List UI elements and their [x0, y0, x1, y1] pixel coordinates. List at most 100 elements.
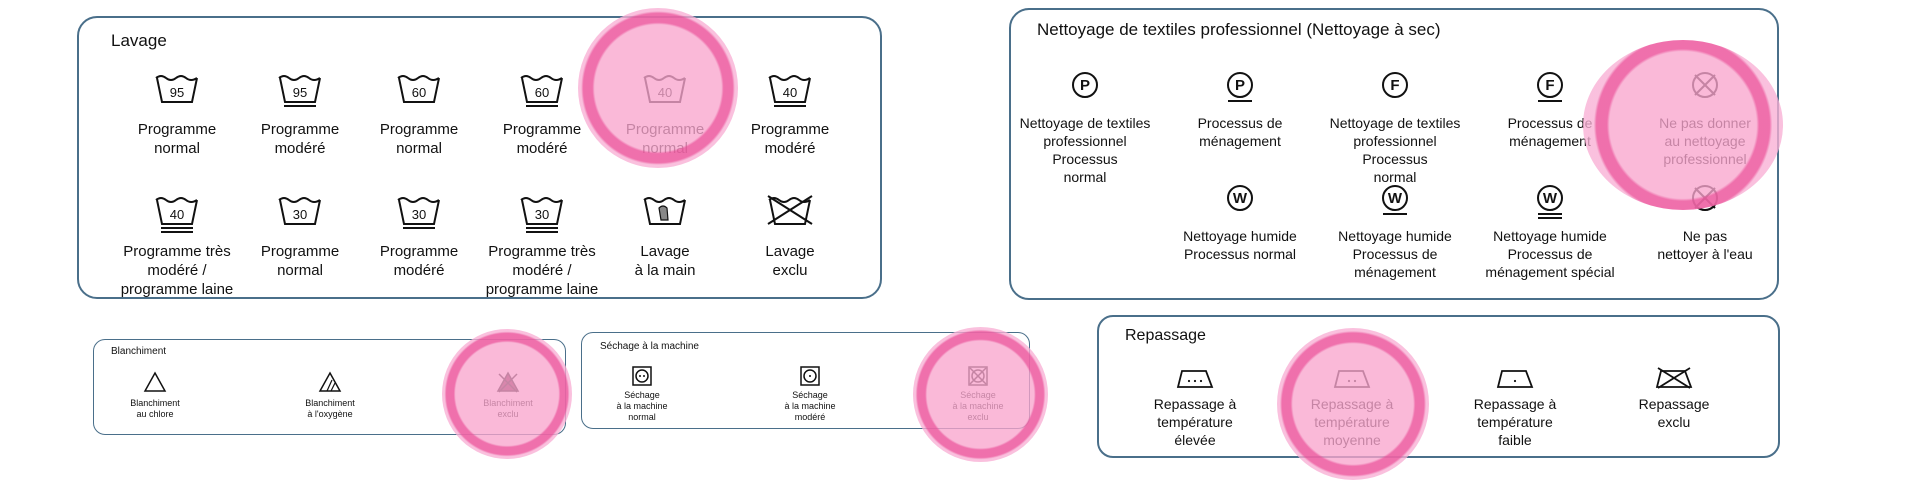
temperature-value: 30	[412, 207, 426, 222]
symbol-label: Séchage à la machine normal	[616, 390, 668, 422]
sechage-title: Séchage à la machine	[600, 341, 699, 352]
nettoyage-item: Ne pas donner au nettoyage professionnel	[1605, 70, 1805, 168]
symbol-label: Blanchiment exclu	[483, 398, 533, 419]
sechage-item: Séchage à la machine modéré	[710, 365, 910, 423]
tumble-dry-icon	[632, 366, 652, 386]
washtub-icon: 30	[278, 197, 321, 225]
dry-clean-icon: P	[1227, 72, 1253, 102]
bleach-triangle-icon	[318, 371, 342, 392]
no-wet-clean-icon	[1692, 185, 1718, 211]
washtub-icon: 95	[155, 75, 198, 103]
symbol-label: Programme normal	[137, 121, 217, 157]
symbol-label: Repassage exclu	[1638, 396, 1710, 430]
temperature-value: 40	[783, 85, 797, 100]
dry-clean-icon: F	[1382, 72, 1408, 98]
washtub-icon: 60	[520, 75, 563, 107]
washtub-icon: 40	[155, 197, 198, 233]
symbol-label: Séchage à la machine exclu	[952, 390, 1004, 422]
no-tumble-dry-icon	[968, 366, 988, 386]
washtub-icon: 95	[278, 75, 321, 107]
nettoyage-item: W Nettoyage humide Processus normal	[1140, 183, 1340, 263]
symbol-label: Repassage à température élevée	[1153, 396, 1237, 448]
nettoyage-item: P Nettoyage de textiles professionnel Pro…	[985, 70, 1185, 186]
tumble-dry-icon	[800, 366, 820, 386]
lavage-title: Lavage	[111, 31, 167, 50]
nettoyage-item: W Nettoyage humide Processus de ménagemen…	[1450, 183, 1650, 281]
symbol-label: Programme modéré	[502, 121, 582, 157]
temperature-value: 95	[293, 85, 307, 100]
sechage-item: Séchage à la machine exclu	[878, 365, 1078, 423]
process-letter: F	[1390, 77, 1399, 94]
repassage-item: Repassage exclu	[1574, 365, 1774, 431]
symbol-label: Ne pas nettoyer à l'eau	[1657, 228, 1753, 262]
symbol-label: Nettoyage humide Processus de ménagement…	[1485, 228, 1615, 280]
washtub-icon: 40	[643, 75, 686, 103]
temperature-value: 60	[412, 85, 426, 100]
washtub-icon: 30	[520, 197, 563, 233]
dry-clean-icon: P	[1072, 72, 1098, 98]
repassage-item: Repassage à température élevée	[1095, 365, 1295, 449]
sechage-item: Séchage à la machine normal	[542, 365, 742, 423]
temperature-value: 40	[170, 207, 184, 222]
symbol-label: Blanchiment au chlore	[130, 398, 180, 419]
process-letter: W	[1543, 190, 1558, 207]
symbol-label: Programme modéré	[750, 121, 830, 157]
symbol-label: Lavage à la main	[634, 243, 696, 279]
symbol-label: Programme très modéré / programme laine	[120, 243, 234, 298]
process-letter: W	[1388, 190, 1403, 207]
blanchiment-item: Blanchiment au chlore	[55, 371, 255, 420]
wet-clean-icon: W	[1537, 185, 1563, 219]
temperature-value: 30	[535, 207, 549, 222]
nettoyage-title: Nettoyage de textiles professionnel (Net…	[1037, 20, 1441, 39]
nettoyage-item: P Processus de ménagement	[1140, 70, 1340, 150]
symbol-label: Ne pas donner au nettoyage professionnel	[1659, 115, 1751, 167]
wet-clean-icon: W	[1227, 185, 1253, 211]
symbol-label: Nettoyage humide Processus normal	[1183, 228, 1297, 262]
washtub-icon: 40	[768, 75, 811, 107]
symbol-label: Programme normal	[379, 121, 459, 157]
wet-clean-icon: W	[1382, 185, 1408, 215]
washtub-icon: 30	[397, 197, 440, 229]
process-letter: W	[1233, 190, 1248, 207]
temperature-value: 60	[535, 85, 549, 100]
iron-icon	[1333, 370, 1371, 388]
lavage-item: Lavage à la main	[565, 194, 765, 280]
lavage-panel	[77, 16, 882, 299]
temperature-value: 95	[170, 85, 184, 100]
temperature-value: 30	[293, 207, 307, 222]
symbol-label: Processus de ménagement	[1507, 115, 1593, 149]
symbol-label: Nettoyage de textiles professionnel Proc…	[1329, 115, 1461, 185]
symbol-label: Programme modéré	[379, 243, 459, 279]
temperature-value: 40	[658, 85, 672, 100]
symbol-label: Nettoyage de textiles professionnel Proc…	[1019, 115, 1151, 185]
dry-clean-icon: F	[1537, 72, 1563, 102]
process-letter: F	[1545, 77, 1554, 94]
nettoyage-item: Ne pas nettoyer à l'eau	[1605, 183, 1805, 263]
blanchiment-item: Blanchiment à l'oxygène	[230, 371, 430, 420]
iron-icon	[1496, 370, 1534, 388]
no-dry-clean-icon	[1692, 72, 1718, 98]
nettoyage-item: F Nettoyage de textiles professionnel Pro…	[1295, 70, 1495, 186]
symbol-label: Programme modéré	[260, 121, 340, 157]
symbol-label: Repassage à température moyenne	[1310, 396, 1394, 448]
no-bleach-icon	[496, 371, 520, 393]
bleach-triangle-icon	[143, 371, 167, 392]
symbol-label: Blanchiment à l'oxygène	[305, 398, 355, 419]
hand-wash-icon	[643, 197, 686, 225]
lavage-item: Lavage exclu	[690, 194, 890, 280]
no-iron-icon	[1655, 367, 1693, 389]
symbol-label: Séchage à la machine modéré	[784, 390, 836, 422]
blanchiment-title: Blanchiment	[111, 346, 167, 357]
process-letter: P	[1080, 77, 1090, 94]
symbol-label: Processus de ménagement	[1197, 115, 1283, 149]
